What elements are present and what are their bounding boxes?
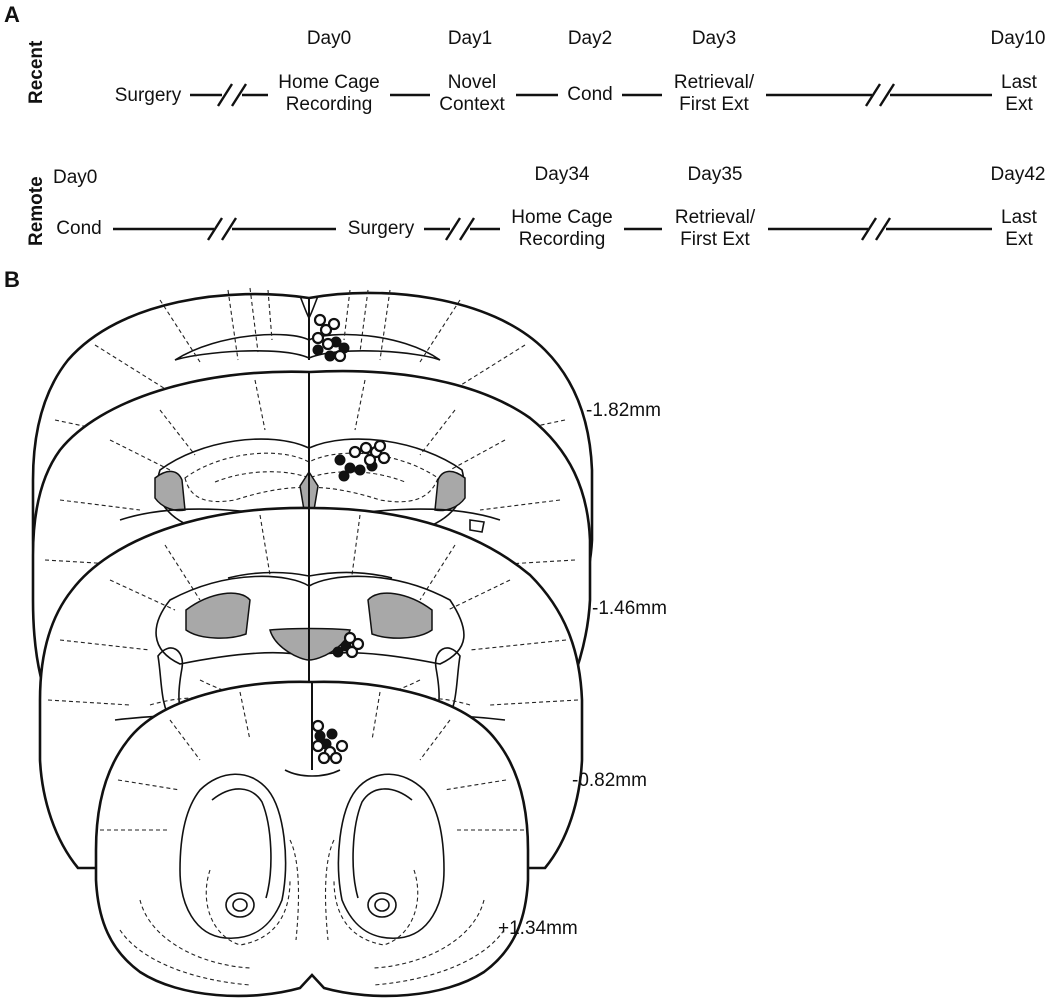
remote-step-first-ext: First Ext: [680, 229, 750, 250]
recent-day-0: Day0: [307, 28, 351, 49]
placement-dot: [333, 349, 347, 363]
remote-step-recording: Recording: [519, 229, 606, 250]
placement-dot: [313, 313, 327, 327]
recent-day-2: Day2: [568, 28, 612, 49]
remote-break-3: [860, 217, 892, 241]
placement-dot: [348, 445, 362, 459]
recent-step-last: Last: [1001, 72, 1038, 93]
placement-dot: [326, 728, 338, 740]
remote-timeline: Remote Day0 Day34 Day35 Day42 Cond Surge…: [26, 164, 1045, 250]
recent-day-3: Day3: [692, 28, 736, 49]
recent-step-cond: Cond: [567, 84, 612, 105]
recent-step-novel: Novel: [448, 72, 497, 93]
remote-step-retrieval: Retrieval/: [675, 207, 756, 228]
recent-step-home-cage: Home Cage: [278, 72, 379, 93]
recent-step-recording: Recording: [286, 94, 373, 115]
section-label-3: -0.82mm: [572, 770, 647, 791]
recent-step-retrieval: Retrieval/: [674, 72, 755, 93]
placement-dot: [311, 739, 325, 753]
remote-break-2: [444, 217, 476, 241]
placement-dot: [317, 751, 331, 765]
panel-label-a: A: [4, 2, 20, 27]
placement-dot: [359, 441, 373, 455]
recent-step-context: Context: [439, 94, 505, 115]
remote-step-cond: Cond: [56, 218, 101, 239]
section-label-2: -1.46mm: [592, 598, 667, 619]
recent-day-10: Day10: [991, 28, 1046, 49]
placement-dot: [377, 451, 391, 465]
placement-dot: [334, 454, 346, 466]
remote-step-last: Last: [1001, 207, 1038, 228]
placement-dot: [363, 453, 377, 467]
brain-section-4: [94, 680, 530, 998]
recent-timeline: Recent Day0 Day1 Day2 Day3 Day10 Surgery…: [26, 28, 1045, 115]
section-label-4: +1.34mm: [498, 918, 578, 939]
section-label-1: -1.82mm: [586, 400, 661, 421]
placement-dot: [311, 719, 325, 733]
panel-label-b: B: [4, 267, 20, 292]
placement-dot: [319, 323, 333, 337]
placement-markers: [311, 313, 391, 765]
remote-step-ext: Ext: [1005, 229, 1033, 250]
placement-dot: [373, 439, 387, 453]
placement-dot: [338, 470, 350, 482]
remote-step-home-cage: Home Cage: [511, 207, 612, 228]
recent-break-1: [216, 83, 248, 107]
remote-break-1: [206, 217, 238, 241]
remote-step-surgery: Surgery: [348, 218, 415, 239]
placement-dot: [329, 751, 343, 765]
placement-dot: [345, 645, 359, 659]
placement-dot: [324, 350, 336, 362]
placement-dot: [321, 337, 335, 351]
recent-day-1: Day1: [448, 28, 492, 49]
remote-day-42: Day42: [991, 164, 1046, 185]
recent-step-first-ext: First Ext: [679, 94, 749, 115]
placement-dot: [351, 637, 365, 651]
remote-day-35: Day35: [688, 164, 743, 185]
placement-dot: [335, 739, 349, 753]
recent-step-surgery: Surgery: [115, 85, 182, 106]
recent-row-label: Recent: [26, 40, 47, 104]
recent-break-2: [864, 83, 896, 107]
placement-dot: [332, 646, 344, 658]
recent-step-ext: Ext: [1005, 94, 1033, 115]
placement-dot: [327, 317, 341, 331]
placement-dot: [354, 464, 366, 476]
placement-dot: [312, 344, 324, 356]
remote-row-label: Remote: [26, 176, 47, 246]
placement-dot: [311, 331, 325, 345]
remote-day-0: Day0: [53, 167, 97, 188]
remote-day-34: Day34: [535, 164, 590, 185]
placement-dot: [343, 631, 357, 645]
